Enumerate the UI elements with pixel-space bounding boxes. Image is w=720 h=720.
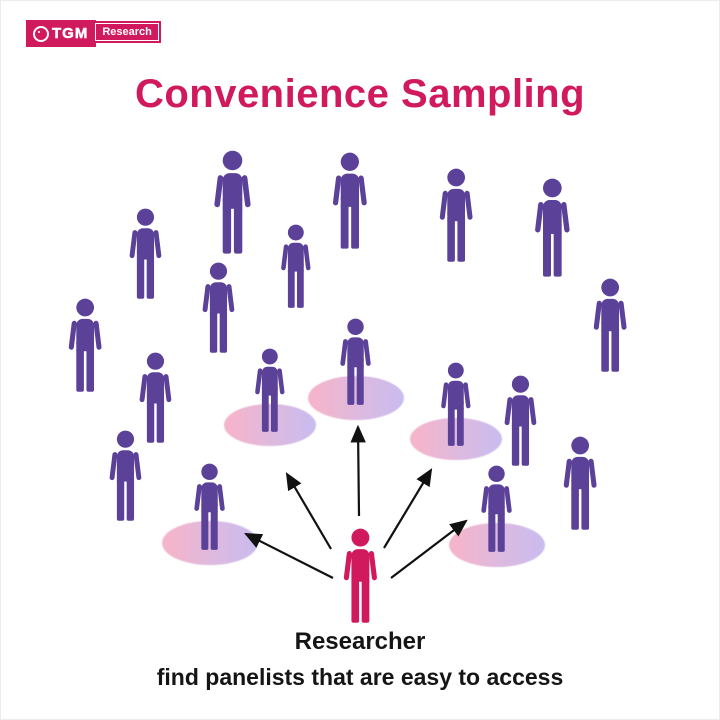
person-icon	[340, 318, 372, 405]
highlight-ellipse	[410, 417, 502, 461]
panelist-figure	[434, 168, 478, 263]
logo-brand-text: TGM	[52, 25, 89, 43]
person-icon	[481, 465, 513, 552]
panelist-figure	[529, 178, 576, 278]
person-icon	[563, 436, 597, 530]
selection-arrow	[244, 533, 334, 579]
panelist-figure	[134, 352, 177, 444]
person-icon	[109, 430, 141, 521]
panelist-figure	[124, 208, 167, 300]
person-icon	[504, 375, 536, 466]
panelist-figure	[208, 150, 257, 255]
researcher-figure	[338, 528, 383, 624]
panelist-figure	[197, 262, 240, 354]
panelist-figure	[499, 375, 542, 467]
eye-icon	[33, 25, 49, 42]
person-icon	[139, 352, 171, 443]
person-icon	[441, 362, 471, 446]
panelist-figure	[63, 298, 107, 393]
person-icon	[194, 463, 226, 550]
caption: Researcher find panelists that are easy …	[0, 628, 720, 691]
logo-brand-box: TGM	[26, 20, 97, 47]
caption-researcher-label: Researcher	[294, 628, 426, 655]
person-icon	[213, 150, 251, 254]
panelist-figure-selected	[436, 362, 476, 447]
panelist-figure-selected	[476, 465, 517, 553]
person-icon	[202, 262, 234, 353]
page-title: Convenience Sampling	[134, 72, 586, 116]
selection-arrow	[383, 468, 433, 549]
person-icon	[439, 168, 473, 262]
selection-arrow	[285, 472, 332, 550]
tgm-research-logo: TGM Research	[26, 20, 161, 47]
panelist-figure-selected	[189, 463, 230, 551]
person-icon	[333, 152, 367, 249]
person-icon	[593, 278, 627, 372]
panelist-figure	[327, 152, 373, 250]
panelist-figure	[104, 430, 147, 522]
panelist-figure	[276, 224, 316, 309]
person-icon	[281, 224, 311, 308]
caption-description: find panelists that are easy to access	[156, 664, 564, 690]
logo-suffix-text: Research	[93, 21, 161, 43]
person-icon	[534, 178, 570, 277]
selection-arrow	[350, 424, 366, 517]
highlight-ellipse	[224, 403, 316, 447]
person-icon	[255, 348, 285, 432]
researcher-person-icon	[343, 528, 377, 623]
highlight-ellipse	[308, 376, 404, 420]
panelist-figure	[588, 278, 632, 373]
highlight-ellipse	[162, 521, 258, 565]
person-icon	[68, 298, 102, 392]
panelist-figure	[558, 436, 602, 531]
panelist-figure-selected	[250, 348, 290, 433]
panelist-figure-selected	[335, 318, 376, 406]
person-icon	[129, 208, 161, 299]
